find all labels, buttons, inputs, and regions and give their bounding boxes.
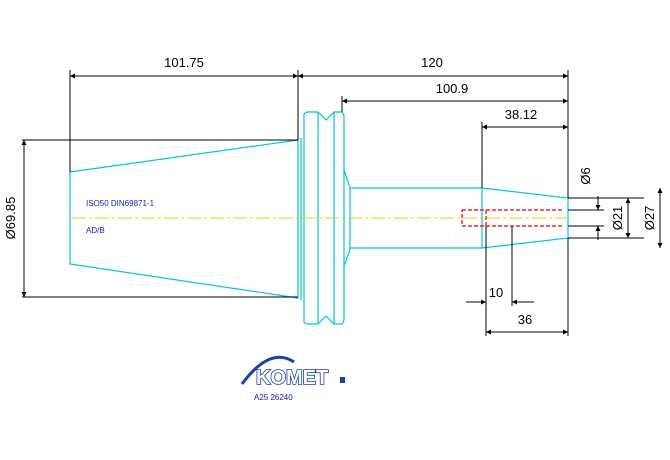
dim-text-pin-diameter: Ø6 bbox=[578, 167, 593, 184]
extension-lines bbox=[22, 70, 644, 336]
flange-outline bbox=[303, 111, 345, 325]
dim-text-shank-diameter: Ø27 bbox=[642, 206, 657, 231]
dim-text-inner-step-b: 36 bbox=[518, 312, 532, 327]
dim-text-inner-step-a: 10 bbox=[489, 285, 503, 300]
dimension-lines bbox=[21, 73, 663, 335]
dim-text-bore-depth: 38.12 bbox=[505, 107, 538, 122]
standard-label: ISO50 DIN69871-1 bbox=[86, 199, 155, 208]
dim-text-bore-diameter: Ø21 bbox=[610, 206, 625, 231]
dim-text-taper-diameter: Ø69.85 bbox=[3, 197, 18, 240]
hidden-bore bbox=[461, 209, 562, 227]
dim-text-taper-length: 101.75 bbox=[164, 55, 204, 70]
logo-mark bbox=[340, 377, 345, 383]
dim-text-flange-to-end: 100.9 bbox=[436, 81, 469, 96]
komet-logo: KOMET bbox=[240, 355, 345, 390]
part-number: A25 26240 bbox=[254, 393, 293, 402]
neck-outline bbox=[343, 169, 351, 267]
dim-text-total-length: 120 bbox=[421, 55, 443, 70]
logo-text: KOMET bbox=[256, 367, 328, 389]
form-label: AD/B bbox=[86, 226, 105, 235]
taper-outline bbox=[69, 139, 299, 299]
logo-arc bbox=[240, 355, 295, 385]
pin-bore-hidden bbox=[461, 209, 487, 227]
